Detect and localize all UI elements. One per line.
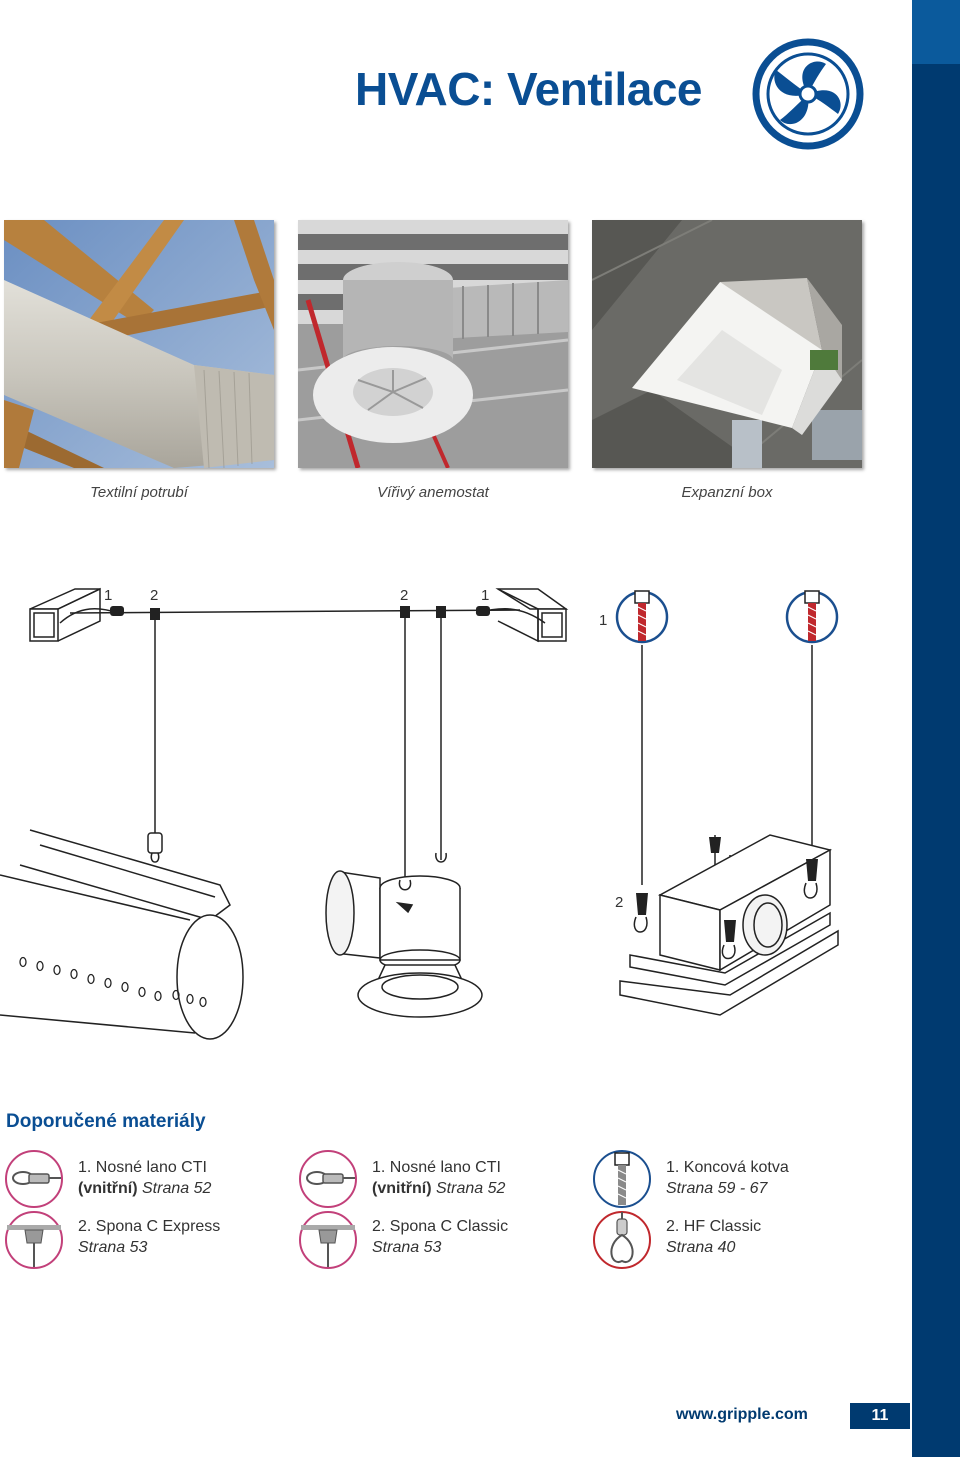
caption-swirl-diffuser: Vířivý anemostat	[377, 484, 489, 501]
material-2-2: 2. Spona C Classic Strana 53	[372, 1218, 509, 1256]
label-left-2: 2	[150, 587, 158, 604]
page-title: HVAC: Ventilace	[355, 63, 702, 115]
photo-expansion-box	[592, 220, 862, 468]
c-clamp-icon	[5, 1211, 63, 1269]
photo-swirl-diffuser	[298, 220, 568, 468]
fan-icon	[752, 38, 864, 150]
photo-textile-duct	[4, 220, 274, 468]
hf-classic-icon	[593, 1211, 651, 1269]
label-right-2: 2	[615, 894, 623, 911]
page-number: 11	[850, 1403, 910, 1429]
side-bar	[912, 0, 960, 1457]
section-title: Doporučené materiály	[6, 1111, 206, 1132]
cable-loop-icon	[299, 1150, 357, 1208]
material-1-1: 1. Nosné lano CTI (vnitřní) Strana 52	[78, 1159, 212, 1197]
label-right-1: 1	[599, 612, 607, 629]
caption-expansion-box: Expanzní box	[681, 484, 773, 501]
material-2-1: 1. Nosné lano CTI (vnitřní) Strana 52	[372, 1159, 506, 1197]
caption-textile-duct: Textilní potrubí	[90, 484, 188, 501]
material-1-2: 2. Spona C Express Strana 53	[78, 1218, 221, 1256]
c-clamp-icon	[299, 1211, 357, 1269]
label-mid-2: 2	[400, 587, 408, 604]
website-link[interactable]: www.gripple.com	[676, 1406, 808, 1423]
side-bar-accent	[912, 0, 960, 64]
material-3-2: 2. HF Classic Strana 40	[666, 1218, 762, 1256]
end-anchor-icon	[593, 1150, 651, 1208]
material-3-1: 1. Koncová kotva Strana 59 - 67	[666, 1159, 789, 1197]
installation-diagram: 1 2 2 1 1 2	[0, 587, 839, 1040]
label-left-1: 1	[104, 587, 112, 604]
cable-loop-icon	[5, 1150, 63, 1208]
label-mid-1: 1	[481, 587, 489, 604]
